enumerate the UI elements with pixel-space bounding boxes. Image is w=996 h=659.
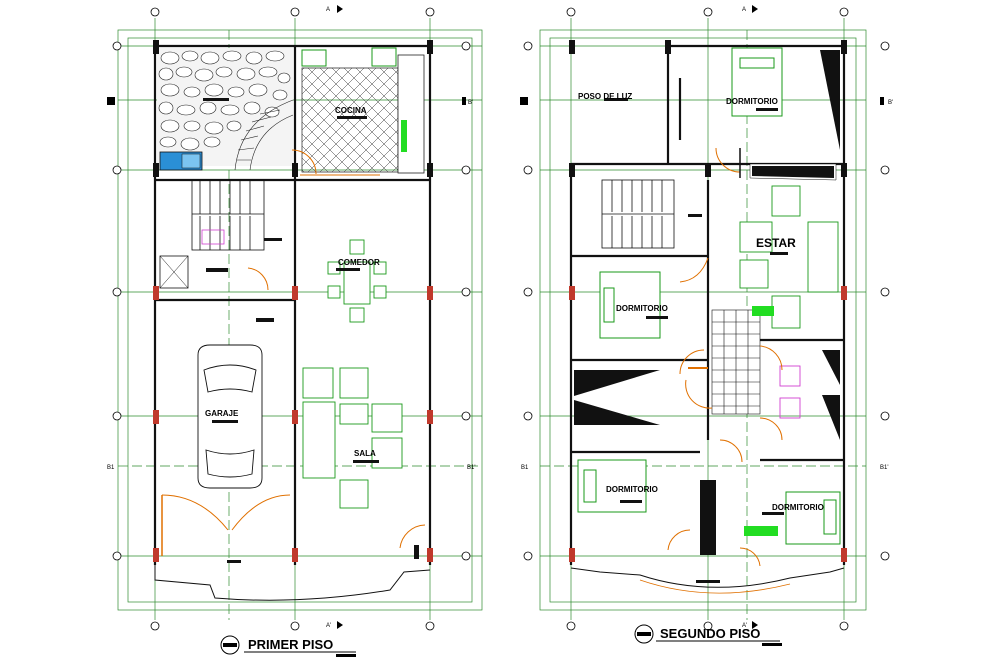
second-floor-columns <box>569 40 847 562</box>
room-label-living: SALA <box>354 449 376 458</box>
room-label-bedroom-left: DORMITORIO <box>616 304 668 313</box>
patio-stones <box>157 48 293 166</box>
room-label-dining: COMEDOR <box>338 258 380 267</box>
second-floor-ramps <box>574 50 840 555</box>
axis-a-bottom-second: A' <box>742 623 747 629</box>
second-floor-stairs <box>601 179 675 249</box>
room-label-bedroom-top: DORMITORIO <box>726 97 778 106</box>
second-floor-tiles <box>711 309 761 415</box>
room-label-bedroom-bottom-right: DORMITORIO <box>772 503 824 512</box>
room-label-kitchen: COCINA <box>335 106 367 115</box>
axis-markers <box>112 7 890 631</box>
axis-a-top-second: A <box>742 7 746 13</box>
estar-furniture <box>739 185 839 329</box>
axis-a-bottom-first: A' <box>326 623 331 629</box>
second-floor-beds <box>577 47 841 545</box>
living-furniture <box>302 367 403 509</box>
second-floor-title-block: SEGUNDO PISO <box>634 624 782 646</box>
first-floor-title-block: PRIMER PISO <box>220 635 356 657</box>
axis-b1-right-first: B1' <box>467 465 475 471</box>
axis-b1-right-second: B1' <box>880 465 888 471</box>
second-floor-title: SEGUNDO PISO <box>660 626 760 641</box>
second-floor-plan: POSO DE LUZ DORMITORIO ESTAR DORMITORIO … <box>569 40 847 594</box>
room-label-bedroom-bottom-left: DORMITORIO <box>606 485 658 494</box>
kitchen-floor-hatch <box>301 67 399 173</box>
first-floor-plan: COCINA COMEDOR GARAJE SALA <box>153 40 433 601</box>
axis-b1-left-first: B1 <box>107 465 115 471</box>
first-floor-stairs <box>191 179 265 251</box>
first-floor-columns <box>153 40 433 562</box>
dining-table <box>327 239 387 323</box>
axis-section-tags: A A' A A' B' B' B1 B1' B1 B1' <box>107 5 893 629</box>
garage-car-icon <box>197 344 263 489</box>
first-floor-title: PRIMER PISO <box>248 637 333 652</box>
axis-b-prime-second: B' <box>888 100 893 106</box>
room-label-light-well: POSO DE LUZ <box>578 92 632 101</box>
axis-a-top-first: A <box>326 7 330 13</box>
axis-b1-left-second: B1 <box>521 465 529 471</box>
axis-b-prime-first: B' <box>468 100 473 106</box>
room-label-garage: GARAJE <box>205 409 239 418</box>
room-label-family: ESTAR <box>756 236 796 250</box>
